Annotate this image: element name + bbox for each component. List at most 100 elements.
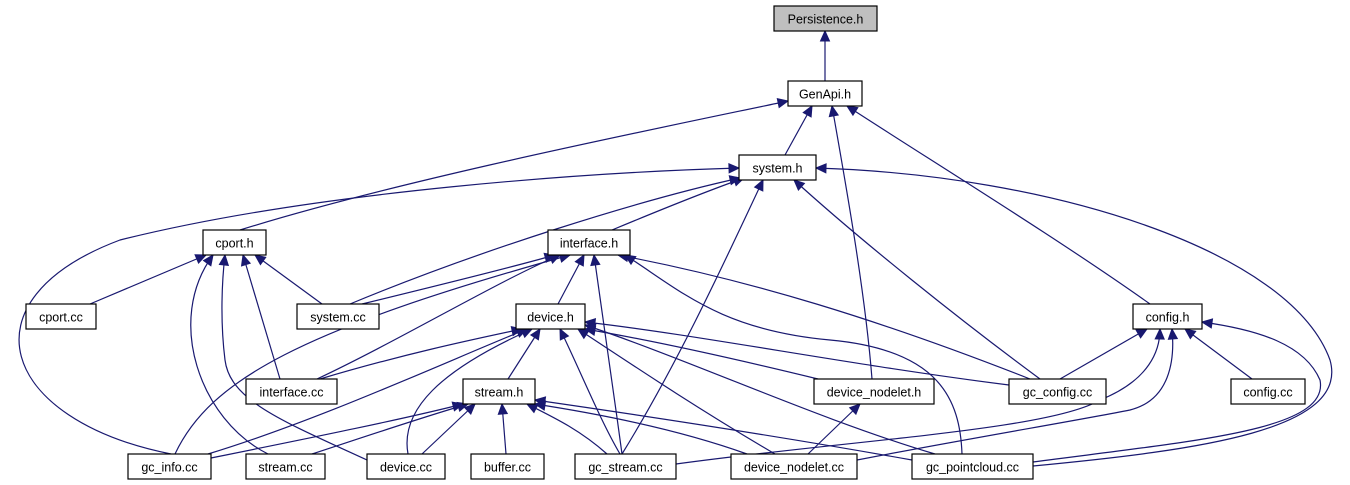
node-system-h[interactable]: system.h — [738, 154, 817, 181]
node-label: config.h — [1146, 311, 1190, 325]
node-box[interactable] — [813, 378, 935, 405]
node-gc-config-cc[interactable]: gc_config.cc — [1008, 378, 1107, 405]
arrowhead-icon — [520, 328, 534, 339]
arrowhead-icon — [1184, 328, 1197, 340]
edge-system_cc-to-cport_h — [254, 254, 323, 305]
node-box[interactable] — [462, 378, 536, 405]
edge-line — [174, 254, 571, 455]
node-box[interactable] — [787, 80, 863, 107]
arrowhead-icon — [194, 254, 208, 264]
edge-cport_h-to-genapi_h — [239, 97, 790, 231]
edge-line — [807, 403, 861, 455]
edge-line — [361, 254, 556, 305]
node-label: buffer.cc — [484, 461, 531, 475]
node-label: interface.cc — [260, 386, 324, 400]
node-box[interactable] — [1230, 378, 1306, 405]
node-gc-stream-cc[interactable]: gc_stream.cc — [574, 453, 677, 480]
node-config-h[interactable]: config.h — [1132, 303, 1203, 330]
node-label: GenApi.h — [799, 88, 851, 102]
node-gc-info-cc[interactable]: gc_info.cc — [127, 453, 212, 480]
node-device-nodelet-cc[interactable]: device_nodelet.cc — [730, 453, 858, 480]
node-box[interactable] — [366, 453, 446, 480]
node-device-cc[interactable]: device.cc — [366, 453, 446, 480]
node-box[interactable] — [245, 378, 338, 405]
node-box[interactable] — [1008, 378, 1107, 405]
edge-line — [242, 254, 281, 380]
node-box[interactable] — [202, 229, 267, 256]
node-genapi-h[interactable]: GenApi.h — [787, 80, 863, 107]
edge-config_h-to-genapi_h — [845, 105, 1151, 305]
node-label: gc_stream.cc — [588, 461, 662, 475]
arrowhead-icon — [254, 254, 267, 266]
edge-gc_info_cc-to-stream_h — [210, 401, 465, 459]
node-label: config.cc — [1243, 386, 1292, 400]
edge-gc_stream_cc-to-device_h — [559, 327, 621, 455]
arrowhead-icon — [819, 29, 831, 42]
node-persistence-h[interactable]: Persistence.h — [773, 5, 878, 32]
arrowhead-icon — [728, 175, 742, 186]
node-cport-h[interactable]: cport.h — [202, 229, 267, 256]
edge-gc_pointcloud_cc-to-system_h — [814, 163, 1333, 467]
edge-line — [1059, 328, 1148, 380]
arrowhead-icon — [576, 328, 590, 340]
node-box[interactable] — [738, 154, 817, 181]
arrowhead-icon — [218, 253, 230, 267]
edge-line — [621, 179, 764, 455]
arrowhead-icon — [240, 253, 252, 267]
node-label: device_nodelet.cc — [744, 461, 844, 475]
node-box[interactable] — [773, 5, 878, 32]
edge-genapi_h-to-persistence_h — [819, 29, 831, 81]
node-buffer-cc[interactable]: buffer.cc — [470, 453, 545, 480]
node-config-cc[interactable]: config.cc — [1230, 378, 1306, 405]
node-device-nodelet-h[interactable]: device_nodelet.h — [813, 378, 935, 405]
node-box[interactable] — [245, 453, 326, 480]
node-box[interactable] — [25, 303, 97, 330]
edge-device_nodelet_cc-to-device_h — [576, 328, 776, 455]
node-box[interactable] — [911, 453, 1034, 480]
node-box[interactable] — [547, 229, 631, 256]
arrowhead-icon — [1167, 327, 1179, 340]
node-label: cport.h — [215, 237, 253, 251]
edge-gc_stream_cc-to-config_h — [675, 327, 1165, 465]
node-stream-cc[interactable]: stream.cc — [245, 453, 326, 480]
node-box[interactable] — [730, 453, 858, 480]
edge-line — [207, 328, 528, 455]
edge-interface_h-to-system_h — [611, 176, 746, 231]
edge-line — [559, 328, 621, 455]
node-box[interactable] — [470, 453, 545, 480]
arrowhead-icon — [802, 104, 813, 118]
node-stream-h[interactable]: stream.h — [462, 378, 536, 405]
arrowhead-icon — [793, 179, 806, 191]
edge-gc_pointcloud_cc-to-config_h — [1032, 318, 1322, 463]
node-box[interactable] — [296, 303, 380, 330]
arrowhead-icon — [814, 163, 827, 174]
edge-buffer_cc-to-stream_h — [497, 402, 509, 455]
node-interface-cc[interactable]: interface.cc — [245, 378, 338, 405]
node-box[interactable] — [127, 453, 212, 480]
edge-line — [584, 328, 819, 380]
node-gc-pointcloud-cc[interactable]: gc_pointcloud.cc — [911, 453, 1034, 480]
node-label: cport.cc — [39, 311, 83, 325]
edge-line — [316, 254, 561, 380]
node-box[interactable] — [574, 453, 677, 480]
node-box[interactable] — [1132, 303, 1203, 330]
node-label: system.cc — [310, 311, 366, 325]
arrowhead-icon — [583, 323, 597, 334]
node-interface-h[interactable]: interface.h — [547, 229, 631, 256]
node-device-h[interactable]: device.h — [515, 303, 586, 330]
node-box[interactable] — [515, 303, 586, 330]
node-cport-cc[interactable]: cport.cc — [25, 303, 97, 330]
edge-device_nodelet_h-to-device_h — [583, 325, 819, 380]
edge-line — [239, 100, 789, 231]
edge-gc_config_cc-to-config_h — [1059, 328, 1149, 380]
edge-device_cc-to-cport_h — [218, 253, 368, 461]
node-system-cc[interactable]: system.cc — [296, 303, 380, 330]
edge-line — [421, 403, 476, 455]
arrowhead-icon — [776, 97, 790, 109]
edge-line — [617, 254, 1031, 380]
edge-line — [254, 254, 323, 305]
arrowhead-icon — [533, 396, 547, 407]
edge-interface_cc-to-device_h — [319, 326, 524, 380]
node-label: stream.cc — [258, 461, 312, 475]
